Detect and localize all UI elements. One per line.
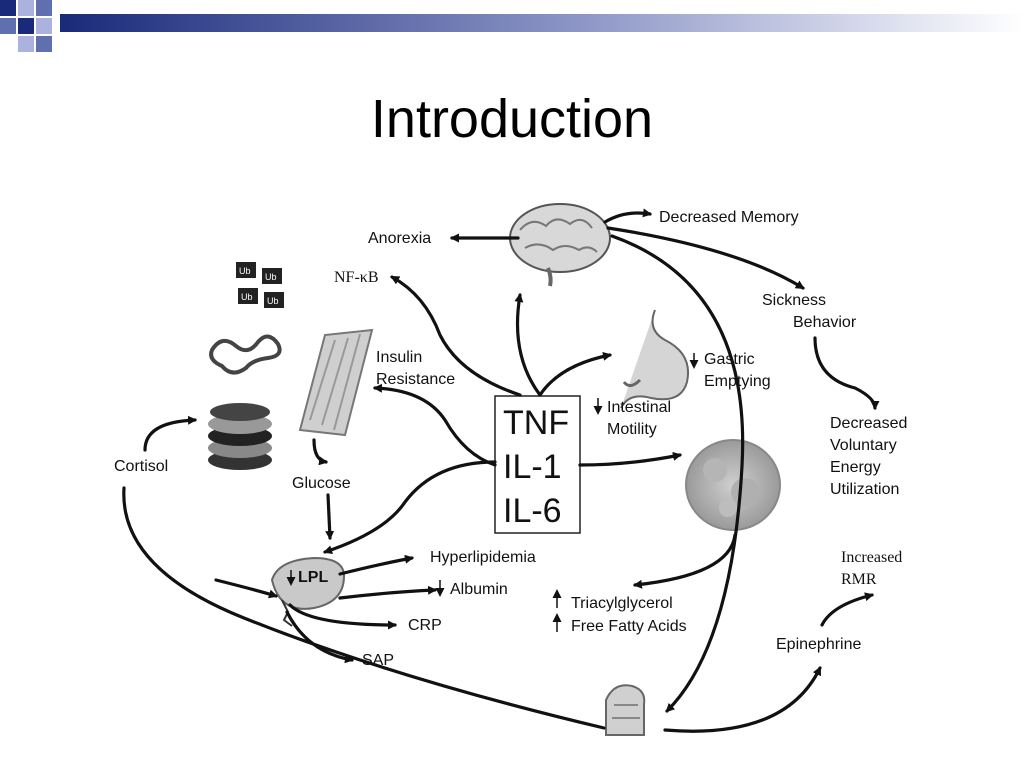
label-nfkb: NF-κB — [334, 269, 379, 286]
arrow-to-liver-left — [214, 578, 278, 599]
arrow-to-hyperlipidemia — [338, 554, 414, 576]
muscle-icon — [298, 328, 374, 437]
corner-square — [36, 0, 52, 16]
corner-square — [0, 0, 16, 16]
proteasome-icon — [208, 403, 272, 470]
label-triacylglycerol: Triacylglycerol — [571, 595, 673, 612]
label-intestinal-2: Motility — [607, 421, 657, 438]
label-decreased-memory: Decreased Memory — [659, 209, 799, 226]
label-increased: Increased — [841, 549, 902, 566]
label-free-fatty-acids: Free Fatty Acids — [571, 618, 687, 635]
label-gastric-1: Gastric — [704, 351, 755, 368]
liver-icon — [270, 556, 346, 627]
ubiquitin-icon: Ub Ub Ub Ub — [236, 262, 284, 308]
label-lpl: LPL — [298, 569, 328, 586]
corner-square — [36, 18, 52, 34]
cytokine-il1: IL-1 — [503, 448, 562, 486]
label-albumin: Albumin — [450, 581, 508, 598]
arrow-epinephrine-to-rmr — [820, 592, 874, 627]
arrow-to-nfkb — [390, 275, 522, 397]
ubiquitin-label: Ub — [241, 292, 253, 302]
arrow-adipocyte-to-ffa — [633, 533, 737, 589]
arrow-cortisol-to-proteasome — [143, 415, 197, 452]
ubiquitin-label: Ub — [239, 266, 251, 276]
corner-square — [18, 18, 34, 34]
corner-square — [36, 36, 52, 52]
arrow-glucose-to-liver — [325, 493, 335, 540]
label-anorexia: Anorexia — [368, 230, 431, 247]
label-decreased-1: Decreased — [830, 415, 907, 432]
label-cortisol: Cortisol — [114, 458, 168, 475]
slide-header-decoration — [0, 0, 1024, 52]
adrenal-icon — [605, 684, 646, 736]
header-bar — [60, 14, 1024, 32]
label-epinephrine: Epinephrine — [776, 636, 862, 653]
brain-icon — [509, 203, 611, 287]
label-hyperlipidemia: Hyperlipidemia — [430, 549, 536, 566]
arrow-sickness-to-decreased — [813, 336, 880, 410]
arrow-cortisol-to-adrenal — [122, 486, 606, 730]
arrow-to-crp — [288, 603, 397, 630]
arrow-adrenal-to-epinephrine — [663, 666, 822, 733]
arrow-brain-to-adrenal — [610, 234, 745, 713]
label-crp: CRP — [408, 617, 442, 634]
arrow-to-stomach — [538, 351, 612, 397]
label-gastric-2: Emptying — [704, 373, 771, 390]
label-decreased-4: Utilization — [830, 481, 899, 498]
arrow-to-adipocyte — [578, 451, 682, 467]
adipocyte-icon — [685, 439, 781, 531]
corner-square — [18, 36, 34, 52]
label-sickness-1: Sickness — [762, 292, 826, 309]
cytokine-tnf: TNF — [503, 404, 569, 442]
label-sickness-2: Behavior — [793, 314, 857, 331]
ubiquitin-label: Ub — [267, 296, 279, 306]
label-intestinal-1: Intestinal — [607, 399, 671, 416]
arrow-to-liver — [323, 460, 497, 555]
stomach-icon — [620, 309, 689, 409]
label-sap: SAP — [362, 652, 394, 669]
label-decreased-2: Voluntary — [830, 437, 897, 454]
arrow-to-albumin — [338, 585, 437, 600]
arrow-muscle-to-glucose — [312, 438, 328, 466]
corner-square — [18, 0, 34, 16]
arrow-to-brain — [514, 293, 542, 397]
corner-square — [0, 18, 16, 34]
cytokine-box — [494, 395, 581, 534]
label-insulin-2: Resistance — [376, 371, 455, 388]
label-decreased-3: Energy — [830, 459, 881, 476]
protein-icon — [209, 334, 282, 375]
label-glucose: Glucose — [292, 475, 351, 492]
arrow-to-sap — [285, 610, 354, 664]
arrow-brain-to-sickness — [606, 226, 805, 290]
arrow-to-memory — [603, 208, 652, 224]
slide-title: Introduction — [370, 89, 654, 149]
arrow-to-muscle — [373, 383, 497, 467]
label-insulin-1: Insulin — [376, 349, 422, 366]
cytokine-il6: IL-6 — [503, 492, 562, 530]
ubiquitin-label: Ub — [265, 272, 277, 282]
label-rmr: RMR — [841, 571, 877, 588]
